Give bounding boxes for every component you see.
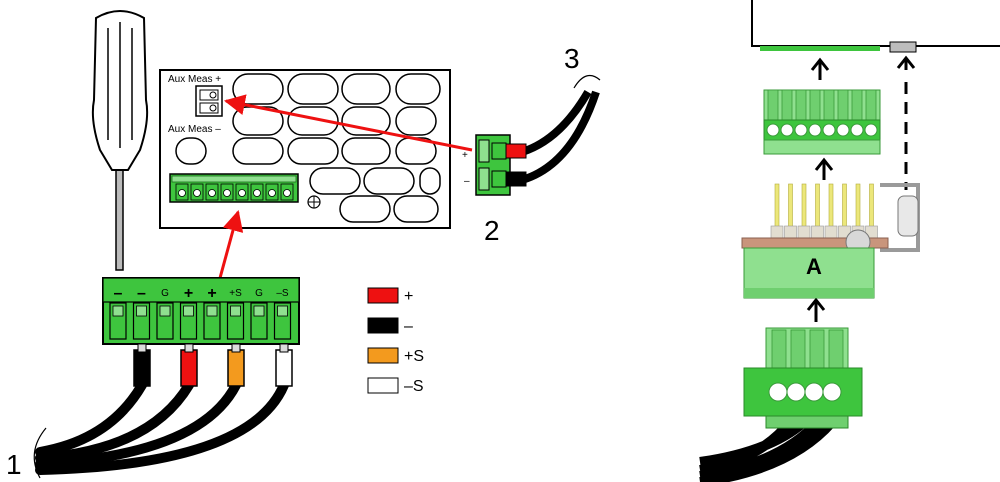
terminal-fin — [851, 89, 863, 121]
plug-hole — [804, 382, 824, 402]
aux-meas-minus-label: Aux Meas – — [168, 124, 221, 135]
plug-screw-head — [230, 305, 241, 317]
sense-cables — [35, 380, 289, 475]
label-a: A — [806, 254, 822, 279]
assembly-arrows — [806, 55, 916, 322]
plug-fin — [771, 329, 787, 369]
plug-screw-head — [136, 305, 147, 317]
terminal-hole — [850, 123, 864, 137]
header-pin-base — [811, 225, 824, 239]
plug-screw-head — [112, 305, 124, 317]
header-pin-base — [824, 225, 838, 239]
socket-pin-hole — [283, 189, 291, 197]
cable-cut-mark-3 — [573, 74, 601, 89]
aux-plug-minus-label: – — [464, 176, 470, 187]
header-pin-base — [770, 225, 784, 239]
panel-8pin-socket — [169, 173, 299, 203]
terminal-fin — [781, 89, 793, 121]
cable-cut-mark-1 — [33, 427, 47, 479]
terminal-hole — [822, 123, 836, 137]
socket-pin-hole — [238, 189, 246, 197]
socket-pin-hole — [208, 189, 216, 197]
aux-plug-connector — [475, 89, 600, 196]
callout-3: 3 — [564, 43, 580, 74]
pin-label: + — [207, 285, 216, 302]
socket-pin-hole — [268, 189, 276, 197]
plug-hole — [786, 382, 806, 402]
plug-screw-head — [253, 305, 265, 317]
legend-label: + — [404, 288, 413, 305]
header-pin-base — [797, 225, 811, 239]
header-pin-base — [784, 225, 797, 239]
terminal-hole — [794, 123, 808, 137]
terminal-hole — [808, 123, 822, 137]
terminal-fin — [767, 89, 779, 121]
plug-screw-head — [277, 305, 288, 317]
bottom-plug — [699, 327, 863, 482]
terminal-fin — [795, 89, 807, 121]
pin-label: +S — [229, 288, 242, 299]
right-assembly-detail: A — [699, 0, 1000, 482]
callout-1: 1 — [6, 449, 22, 480]
callout-2: 2 — [484, 215, 500, 246]
plug-screw-head — [183, 305, 194, 317]
socket-pin-hole — [253, 189, 261, 197]
arrow-aux-plug-to-socket — [223, 94, 473, 152]
aux-meas-socket — [195, 85, 223, 117]
header-pins — [770, 183, 878, 239]
socket-pin-hole — [223, 189, 231, 197]
legend-label: +S — [404, 348, 424, 365]
screwdriver-icon — [91, 10, 149, 271]
terminal-hole — [780, 123, 794, 137]
ground-screw-icon — [307, 195, 321, 209]
aux-plug-plus-label: + — [462, 150, 468, 161]
plug-screw-head — [159, 305, 171, 317]
pin-label: – — [114, 285, 123, 302]
upper-terminal-block — [763, 89, 881, 155]
terminal-fin — [823, 89, 835, 121]
plug-fin — [790, 329, 806, 369]
legend-label: –S — [404, 378, 424, 395]
socket-pin-hole — [193, 189, 201, 197]
legend-swatch — [367, 317, 399, 334]
color-legend: + – +S –S — [367, 287, 424, 395]
terminal-fin — [837, 89, 849, 121]
pin-label: + — [184, 285, 193, 302]
terminal-fin — [809, 89, 821, 121]
pin-label: –S — [276, 288, 289, 299]
pin-label: G — [161, 288, 169, 299]
arrow-connector-to-socket — [218, 209, 244, 279]
aux-meas-plus-label: Aux Meas + — [168, 74, 221, 85]
eight-pin-plug-connector: –– G + + +S G –S — [35, 277, 300, 475]
plug-hole — [768, 382, 788, 402]
terminal-hole — [836, 123, 850, 137]
plug-screw-head — [206, 305, 218, 317]
socket-pin-hole — [178, 189, 186, 197]
plug-hole — [822, 382, 842, 402]
legend-swatch — [367, 287, 399, 304]
legend-swatch — [367, 377, 399, 394]
terminal-hole — [766, 123, 780, 137]
pin-label: G — [255, 288, 263, 299]
legend-label: – — [404, 318, 413, 335]
rear-panel: Aux Meas + Aux Meas – — [159, 69, 451, 229]
pin-label: – — [137, 285, 146, 302]
terminal-fin — [865, 89, 877, 121]
plug-fin — [809, 329, 825, 369]
plug-fin — [828, 329, 844, 369]
legend-swatch — [367, 347, 399, 364]
terminal-hole — [864, 123, 878, 137]
